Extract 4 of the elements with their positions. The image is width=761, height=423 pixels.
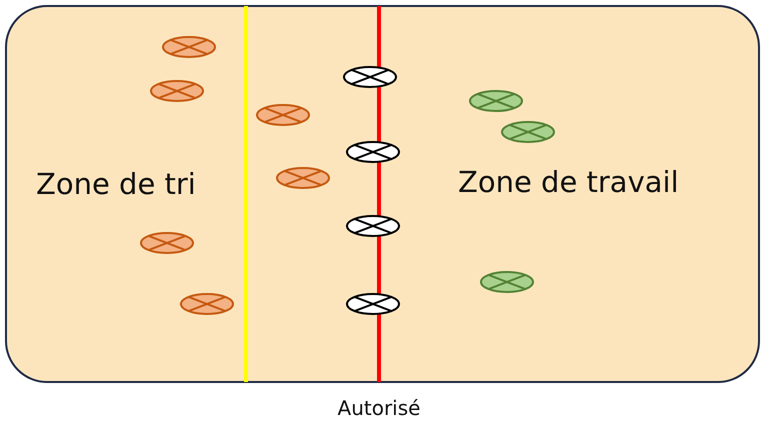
boundary-label: Autorisé [338, 396, 420, 420]
zone-title: Zone de travail [458, 165, 679, 199]
zone-area [5, 5, 760, 383]
zone-title: Zone de tri [36, 167, 196, 201]
